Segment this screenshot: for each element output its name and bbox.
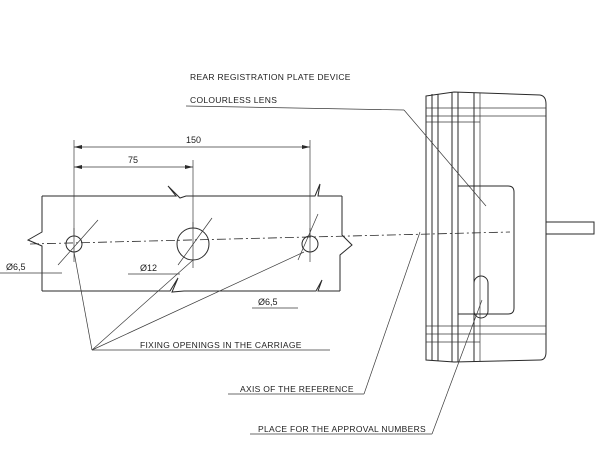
- dim-hole-right: Ø6,5: [258, 297, 278, 307]
- dim-75: 75: [128, 155, 138, 165]
- reference-axis-line: [29, 231, 511, 245]
- approval-slot: [473, 275, 489, 319]
- label-approval-place: PLACE FOR THE APPROVAL NUMBERS: [258, 424, 426, 434]
- leader-lines: [73, 105, 487, 435]
- dim-hole-left: Ø6,5: [6, 262, 26, 272]
- lamp-side-view: [425, 91, 595, 363]
- mounting-stud: [545, 221, 595, 235]
- label-rear-device: REAR REGISTRATION PLATE DEVICE: [190, 72, 351, 82]
- label-axis-reference: AXIS OF THE REFERENCE: [240, 384, 354, 394]
- dimension-lines: [0, 140, 319, 309]
- dim-150: 150: [186, 135, 201, 145]
- carriage-strip: [26, 183, 353, 293]
- label-fixing-openings: FIXING OPENINGS IN THE CARRIAGE: [140, 340, 302, 350]
- dim-hole-center: Ø12: [140, 263, 157, 273]
- label-colourless-lens: COLOURLESS LENS: [190, 95, 277, 105]
